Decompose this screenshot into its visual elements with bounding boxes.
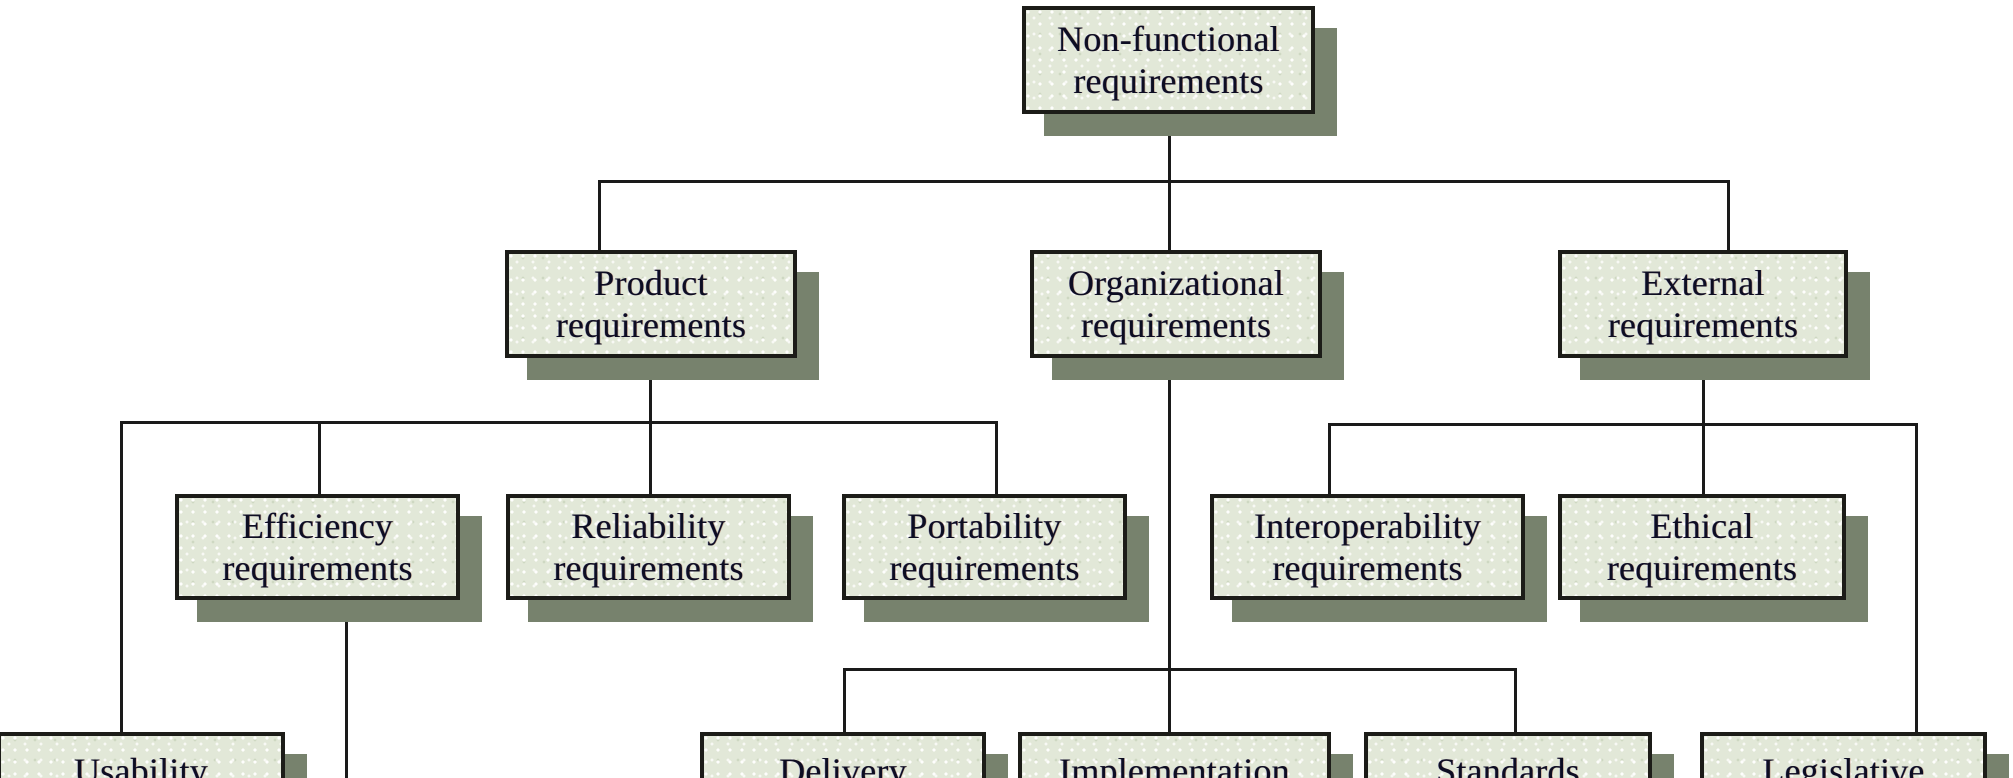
node-label-line1: Product (594, 262, 708, 303)
connector-drop-reliability (649, 421, 652, 496)
node-external-requirements[interactable]: External requirements (1558, 250, 1870, 380)
connector-root-stem (1168, 112, 1171, 182)
connector-drop-ethical (1702, 423, 1705, 496)
node-label-line2: requirements (1073, 61, 1264, 101)
node-body: Legislative (1700, 732, 1987, 778)
connector-drop-usability (120, 421, 123, 736)
connector-drop-standards (1514, 668, 1517, 736)
node-standards[interactable]: Standards (1364, 732, 1674, 778)
node-label-line1: Standards (1436, 751, 1580, 778)
connector-drop-legislative (1915, 423, 1918, 736)
connector-efficiency-stem (345, 600, 348, 778)
connector-drop-organizational (1168, 180, 1171, 252)
node-body: Organizational requirements (1030, 250, 1322, 358)
connector-organizational-stem (1168, 358, 1171, 736)
node-body: Portability requirements (842, 494, 1127, 600)
node-label-line1: Interoperability (1253, 505, 1482, 546)
node-label-line1: Reliability (571, 505, 726, 546)
node-label-line1: Delivery (779, 751, 907, 778)
node-body: Ethical requirements (1558, 494, 1846, 600)
node-label-line1: Ethical (1650, 505, 1754, 546)
node-label-line2: requirements (1080, 305, 1272, 345)
node-body: External requirements (1558, 250, 1848, 358)
connector-drop-product (598, 180, 601, 252)
node-body: Usability (0, 732, 285, 778)
node-label-line2: requirements (889, 548, 1080, 588)
connector-drop-delivery (843, 668, 846, 736)
node-non-functional-requirements[interactable]: Non-functional requirements (1022, 6, 1337, 136)
node-organizational-requirements[interactable]: Organizational requirements (1030, 250, 1344, 380)
node-body: Standards (1364, 732, 1652, 778)
node-label-line1: Implementation (1059, 751, 1290, 778)
node-label-line2: requirements (553, 548, 744, 588)
node-implementation[interactable]: Implementation (1018, 732, 1353, 778)
node-interoperability-requirements[interactable]: Interoperability requirements (1210, 494, 1547, 622)
node-usability[interactable]: Usability (0, 732, 307, 778)
node-body: Delivery (700, 732, 986, 778)
connector-external-stem (1702, 358, 1705, 425)
node-label-line2: requirements (222, 548, 413, 588)
node-efficiency-requirements[interactable]: Efficiency requirements (175, 494, 482, 622)
connector-drop-efficiency (318, 421, 321, 496)
node-label-line1: Efficiency (241, 505, 394, 546)
node-ethical-requirements[interactable]: Ethical requirements (1558, 494, 1868, 622)
node-label-line2: requirements (1607, 305, 1799, 345)
connector-drop-external (1727, 180, 1730, 252)
node-portability-requirements[interactable]: Portability requirements (842, 494, 1149, 622)
node-label-line1: Legislative (1762, 751, 1925, 778)
node-label-line1: Organizational (1067, 262, 1285, 303)
node-body: Implementation (1018, 732, 1331, 778)
node-body: Interoperability requirements (1210, 494, 1525, 600)
node-body: Efficiency requirements (175, 494, 460, 600)
node-body: Product requirements (505, 250, 797, 358)
node-label-line1: Portability (907, 505, 1062, 546)
connector-drop-interoperability (1328, 423, 1331, 496)
node-body: Reliability requirements (506, 494, 791, 600)
connector-product-bus (120, 421, 997, 424)
node-product-requirements[interactable]: Product requirements (505, 250, 819, 380)
node-label-line1: Non-functional (1057, 18, 1280, 59)
connector-external-bus (1328, 423, 1918, 426)
node-body: Non-functional requirements (1022, 6, 1315, 114)
node-label-line1: Usability (74, 751, 208, 778)
connector-level1-bus (598, 180, 1730, 183)
node-label-line2: requirements (555, 305, 747, 345)
node-label-line2: requirements (1272, 548, 1463, 588)
node-legislative[interactable]: Legislative (1700, 732, 2009, 778)
node-label-line1: External (1641, 262, 1765, 303)
node-delivery[interactable]: Delivery (700, 732, 1008, 778)
connector-organizational-bus (843, 668, 1517, 671)
connector-drop-portability (995, 421, 998, 496)
node-reliability-requirements[interactable]: Reliability requirements (506, 494, 813, 622)
connector-product-stem (649, 358, 652, 423)
node-label-line2: requirements (1606, 548, 1798, 588)
